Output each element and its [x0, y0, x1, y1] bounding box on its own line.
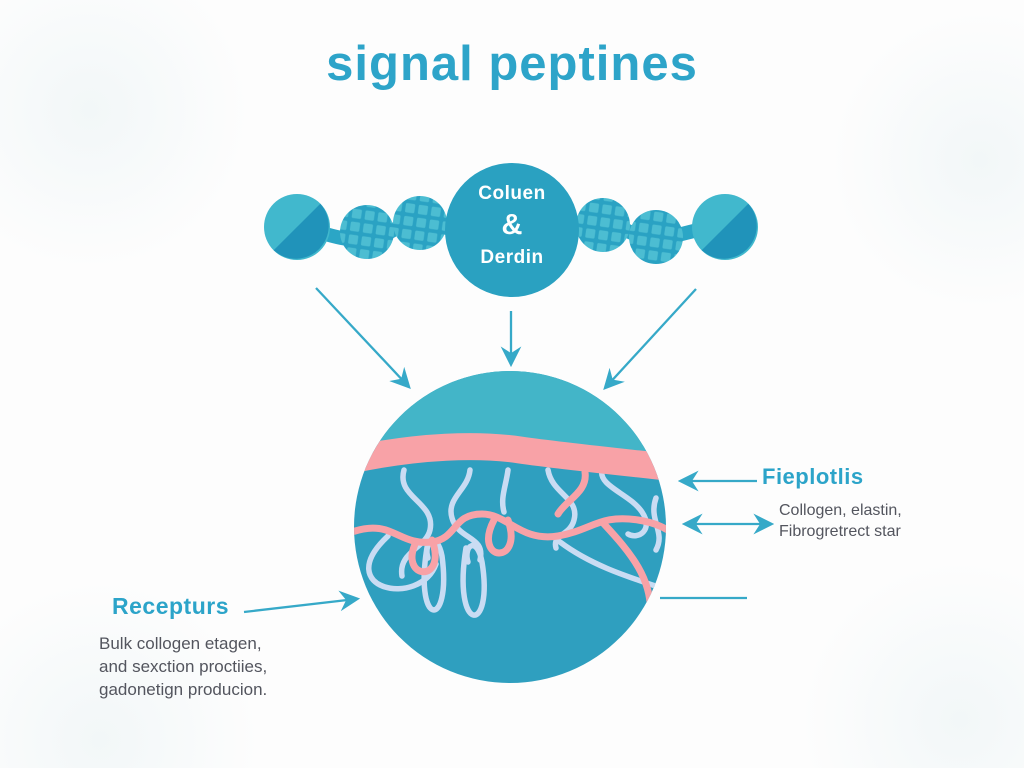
diagram-title: signal peptines [326, 37, 698, 91]
up-right-arrow-icon [243, 590, 361, 614]
fibroblasts-label: Fieplotlis [762, 464, 864, 489]
fibroblasts-sublabel-line: Collogen, elastin, [779, 502, 902, 519]
receptors-label: Recepturs [112, 593, 229, 619]
peptide-node-label: Coluen & Derdin [445, 184, 579, 267]
chain-bead [340, 205, 394, 259]
chain-end-bead-right [692, 194, 758, 260]
cell-graphic [354, 371, 666, 683]
chain-bead [576, 198, 630, 252]
down-left-arrow-icon [315, 287, 411, 390]
callout-connectors [243, 470, 775, 614]
receptors-sublabel-line: and sexction proctiies, [99, 657, 268, 676]
ampersand-text: & [501, 209, 523, 241]
peptide-node-name-bottom: Derdin [480, 247, 544, 268]
signal-node-circle [445, 163, 579, 297]
fibroblasts-sublabel: Collogen, elastin, Fibrogretrect star [779, 500, 902, 542]
down-right-arrow-icon [603, 288, 697, 391]
cell-membrane-band [354, 433, 666, 482]
peptide-chain-graphic [264, 163, 758, 297]
fibroblasts-sublabel-line: Fibrogretrect star [779, 523, 901, 540]
receptors-sublabel-line: gadonetign producion. [99, 680, 268, 699]
chain-end-bead-left [264, 194, 330, 260]
receptors-sublabel-line: Bulk collogen etagen, [99, 634, 262, 653]
signal-arrows [315, 287, 697, 391]
peptide-node-name-top: Coluen [478, 183, 546, 204]
chain-bead [629, 210, 683, 264]
chain-bead [393, 196, 447, 250]
receptors-sublabel: Bulk collogen etagen, and sexction proct… [99, 632, 267, 701]
